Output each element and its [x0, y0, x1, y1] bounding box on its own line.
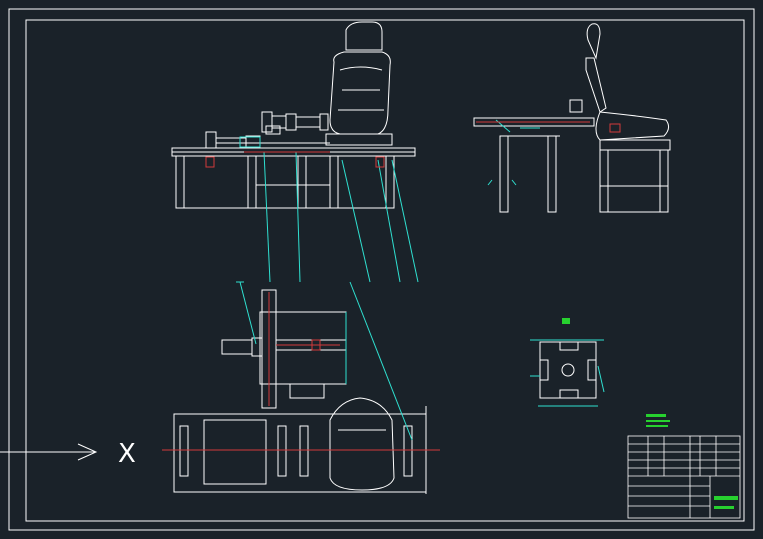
side-view-dimensions: [487, 119, 540, 186]
title-block: [627, 435, 741, 519]
front-view-red-parts: [205, 151, 385, 168]
inner-frame: [25, 19, 745, 522]
axis-label: X: [118, 439, 136, 469]
top-view-dimensions: [239, 281, 413, 441]
outer-frame: [8, 8, 755, 531]
side-view: [473, 23, 671, 213]
side-view-red-parts: [476, 121, 621, 133]
profile-section-detail: [539, 341, 597, 399]
profile-dimensions: [530, 339, 605, 407]
front-view-dimensions: [236, 136, 419, 283]
profile-green-marker: [562, 318, 570, 324]
title-block-green-text: [646, 414, 738, 509]
top-view-red-parts: [162, 292, 440, 451]
top-view: [173, 289, 427, 494]
x-axis-marker: X: [0, 439, 136, 469]
front-view: [171, 21, 416, 209]
